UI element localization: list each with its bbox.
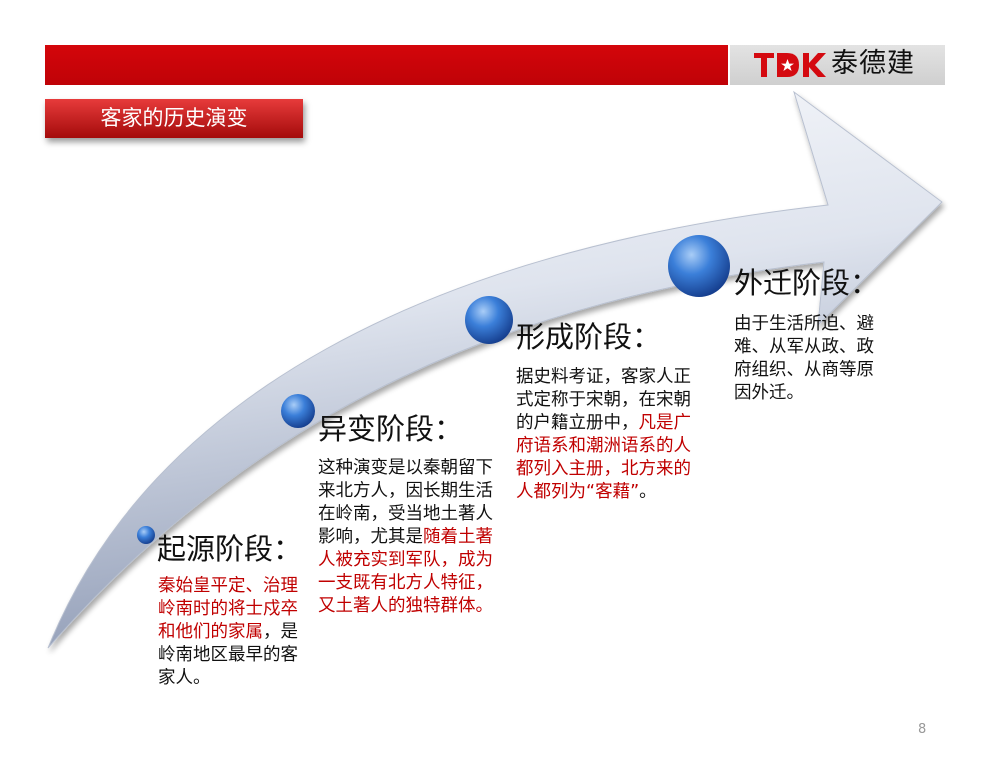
stage-text-variation: 这种演变是以秦朝留下来北方人，因长期生活在岭南，受当地土著人影响，尤其是随着土著… — [318, 457, 496, 618]
logo-company-name: 泰德建 — [831, 48, 915, 79]
stage-bubble-2 — [281, 394, 315, 428]
section-title: 客家的历史演变 — [45, 99, 303, 138]
page-number: 8 — [918, 722, 927, 737]
stage-text-migration: 由于生活所迫、避难、从军从政、政府组织、从商等原因外迁。 — [734, 313, 886, 405]
stage-text-migration-part1: 由于生活所迫、避难、从军从政、政府组织、从商等原因外迁。 — [734, 314, 874, 403]
stage-title-origin: 起源阶段： — [157, 532, 303, 566]
stage-text-origin-part1: 秦始皇平定、治理岭南时的将士戍卒和他们的家属 — [158, 576, 298, 642]
stage-text-origin-part2: ，是岭南地区最早的客家人。 — [158, 622, 298, 688]
stage-title-formation: 形成阶段： — [516, 320, 662, 354]
stage-text-variation-part2: 随着土著人被充实到军队，成为一支既有北方人特征，又土著人的独特群体。 — [318, 527, 493, 616]
arrow-shape — [47, 90, 943, 649]
stage-text-formation-part1: 据史料考证，客家人正式定称于宋朝，在宋朝的户籍立册中， — [516, 367, 691, 433]
stage-bubble-4 — [668, 235, 730, 297]
stage-bubble-1 — [137, 526, 155, 544]
company-logo: 泰德建 — [730, 45, 945, 85]
stage-text-formation-part2: 凡是广府语系和潮洲语系的人都列入主册，北方来的人都列为“客藉” — [516, 413, 691, 502]
stage-bubble-3 — [465, 296, 513, 344]
stage-title-variation: 异变阶段： — [318, 412, 464, 446]
stage-text-formation-part3: 。 — [639, 482, 657, 502]
stage-text-variation-part1: 这种演变是以秦朝留下来北方人，因长期生活在岭南，受当地土著人影响，尤其是 — [318, 458, 493, 547]
header-red-bar — [45, 45, 728, 85]
stage-title-migration: 外迁阶段： — [734, 266, 880, 300]
tdk-logo-icon — [754, 53, 826, 77]
stage-text-formation: 据史料考证，客家人正式定称于宋朝，在宋朝的户籍立册中，凡是广府语系和潮洲语系的人… — [516, 366, 692, 504]
stage-text-origin: 秦始皇平定、治理岭南时的将士戍卒和他们的家属，是岭南地区最早的客家人。 — [158, 575, 300, 690]
